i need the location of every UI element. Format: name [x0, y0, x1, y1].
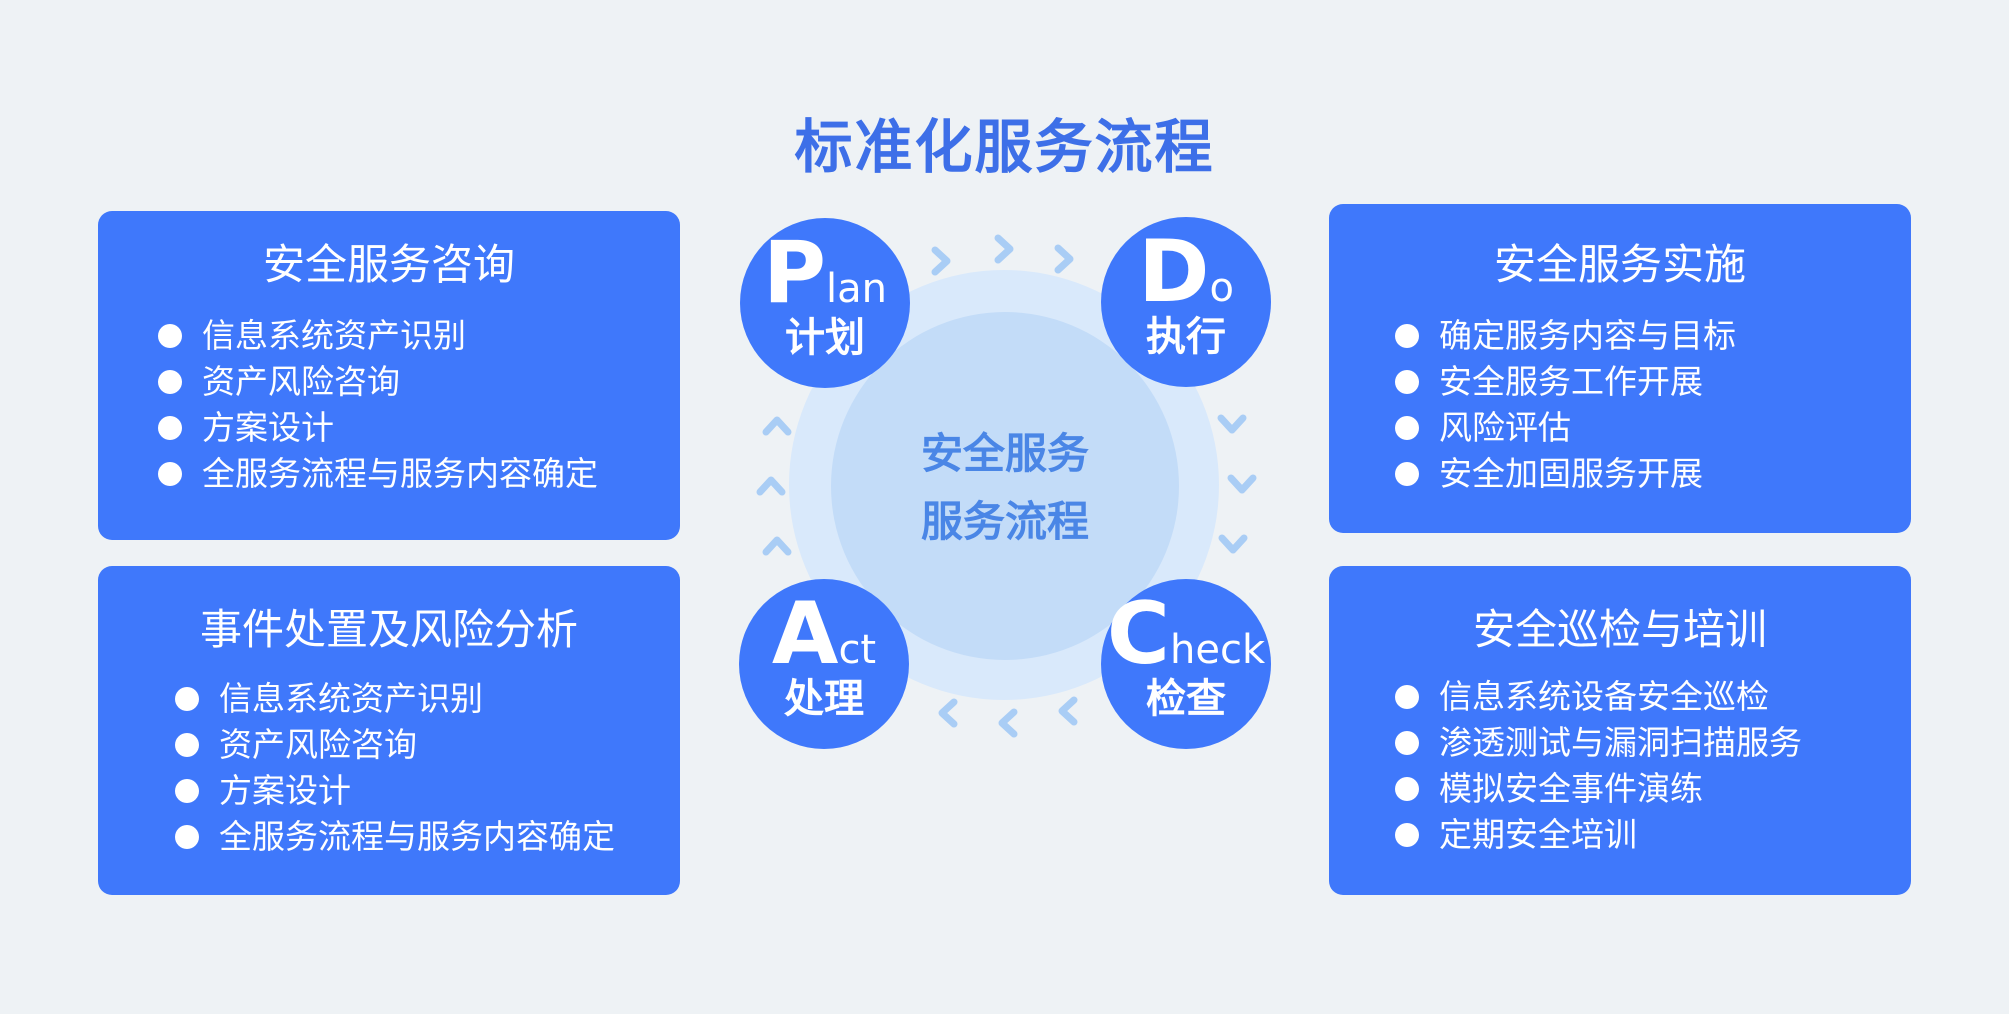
list-item: 方案设计 [158, 405, 680, 451]
list-item: 全服务流程与服务内容确定 [175, 814, 680, 860]
list-item: 信息系统资产识别 [158, 313, 680, 359]
list-item: 信息系统资产识别 [175, 676, 680, 722]
card-security-implementation: 安全服务实施 确定服务内容与目标 安全服务工作开展 风险评估 安全加固服务开展 [1329, 204, 1911, 533]
card-inspection-training: 安全巡检与培训 信息系统设备安全巡检 渗透测试与漏洞扫描服务 模拟安全事件演练 … [1329, 566, 1911, 895]
cycle-inner-circle [831, 312, 1179, 660]
bullet-icon [175, 733, 199, 757]
phase-word: Check [1106, 584, 1266, 684]
bullet-icon [1395, 462, 1419, 486]
cycle-center-label: 安全服务 服务流程 [831, 420, 1179, 556]
list-item: 渗透测试与漏洞扫描服务 [1395, 720, 1911, 766]
phase-do: Do 执行 [1101, 217, 1271, 387]
list-item: 资产风险咨询 [158, 359, 680, 405]
bullet-icon [1395, 370, 1419, 394]
card-title: 安全服务咨询 [262, 240, 515, 289]
chevron-right-icon [931, 246, 951, 276]
bullet-icon [158, 324, 182, 348]
list-item: 模拟安全事件演练 [1395, 766, 1911, 812]
chevron-down-icon [1227, 474, 1257, 494]
list-item: 安全加固服务开展 [1395, 451, 1911, 497]
chevron-up-icon [756, 476, 786, 496]
list-item: 安全服务工作开展 [1395, 359, 1911, 405]
bullet-icon [158, 462, 182, 486]
chevron-up-icon [762, 536, 792, 556]
chevron-left-icon [998, 708, 1018, 738]
phase-word: Do [1138, 222, 1234, 322]
list-item: 方案设计 [175, 768, 680, 814]
bullet-icon [1395, 416, 1419, 440]
phase-label: 检查 [1146, 676, 1226, 722]
card-item-list: 信息系统设备安全巡检 渗透测试与漏洞扫描服务 模拟安全事件演练 定期安全培训 [1395, 674, 1911, 858]
chevron-right-icon [994, 234, 1014, 264]
card-title: 安全巡检与培训 [1472, 605, 1767, 654]
chevron-left-icon [938, 698, 958, 728]
list-item: 确定服务内容与目标 [1395, 313, 1911, 359]
bullet-icon [1395, 731, 1419, 755]
list-item: 资产风险咨询 [175, 722, 680, 768]
card-title: 事件处置及风险分析 [199, 605, 578, 654]
phase-label: 计划 [785, 315, 865, 361]
card-incident-risk-analysis: 事件处置及风险分析 信息系统资产识别 资产风险咨询 方案设计 全服务流程与服务内… [98, 566, 680, 895]
bullet-icon [175, 687, 199, 711]
diagram-title: 标准化服务流程 [794, 113, 1215, 181]
bullet-icon [1395, 777, 1419, 801]
chevron-down-icon [1218, 534, 1248, 554]
card-item-list: 信息系统资产识别 资产风险咨询 方案设计 全服务流程与服务内容确定 [158, 313, 680, 497]
center-label-line1: 安全服务 [920, 429, 1089, 478]
bullet-icon [1395, 685, 1419, 709]
chevron-up-icon [762, 416, 792, 436]
phase-check: Check 检查 [1101, 579, 1271, 749]
bullet-icon [158, 416, 182, 440]
bullet-icon [1395, 324, 1419, 348]
card-security-consulting: 安全服务咨询 信息系统资产识别 资产风险咨询 方案设计 全服务流程与服务内容确定 [98, 211, 680, 540]
bullet-icon [1395, 823, 1419, 847]
list-item: 定期安全培训 [1395, 812, 1911, 858]
list-item: 风险评估 [1395, 405, 1911, 451]
phase-act: Act 处理 [739, 579, 909, 749]
card-item-list: 信息系统资产识别 资产风险咨询 方案设计 全服务流程与服务内容确定 [175, 676, 680, 860]
list-item: 全服务流程与服务内容确定 [158, 451, 680, 497]
bullet-icon [175, 825, 199, 849]
phase-word: Plan [762, 223, 887, 323]
center-label-line2: 服务流程 [920, 497, 1089, 546]
card-item-list: 确定服务内容与目标 安全服务工作开展 风险评估 安全加固服务开展 [1395, 313, 1911, 497]
chevron-right-icon [1054, 244, 1074, 274]
bullet-icon [175, 779, 199, 803]
phase-plan: Plan 计划 [740, 218, 910, 388]
list-item: 信息系统设备安全巡检 [1395, 674, 1911, 720]
phase-label: 处理 [784, 676, 864, 722]
card-title: 安全服务实施 [1493, 240, 1746, 289]
phase-label: 执行 [1146, 314, 1226, 360]
bullet-icon [158, 370, 182, 394]
chevron-left-icon [1058, 696, 1078, 726]
chevron-down-icon [1217, 414, 1247, 434]
phase-word: Act [771, 584, 877, 684]
